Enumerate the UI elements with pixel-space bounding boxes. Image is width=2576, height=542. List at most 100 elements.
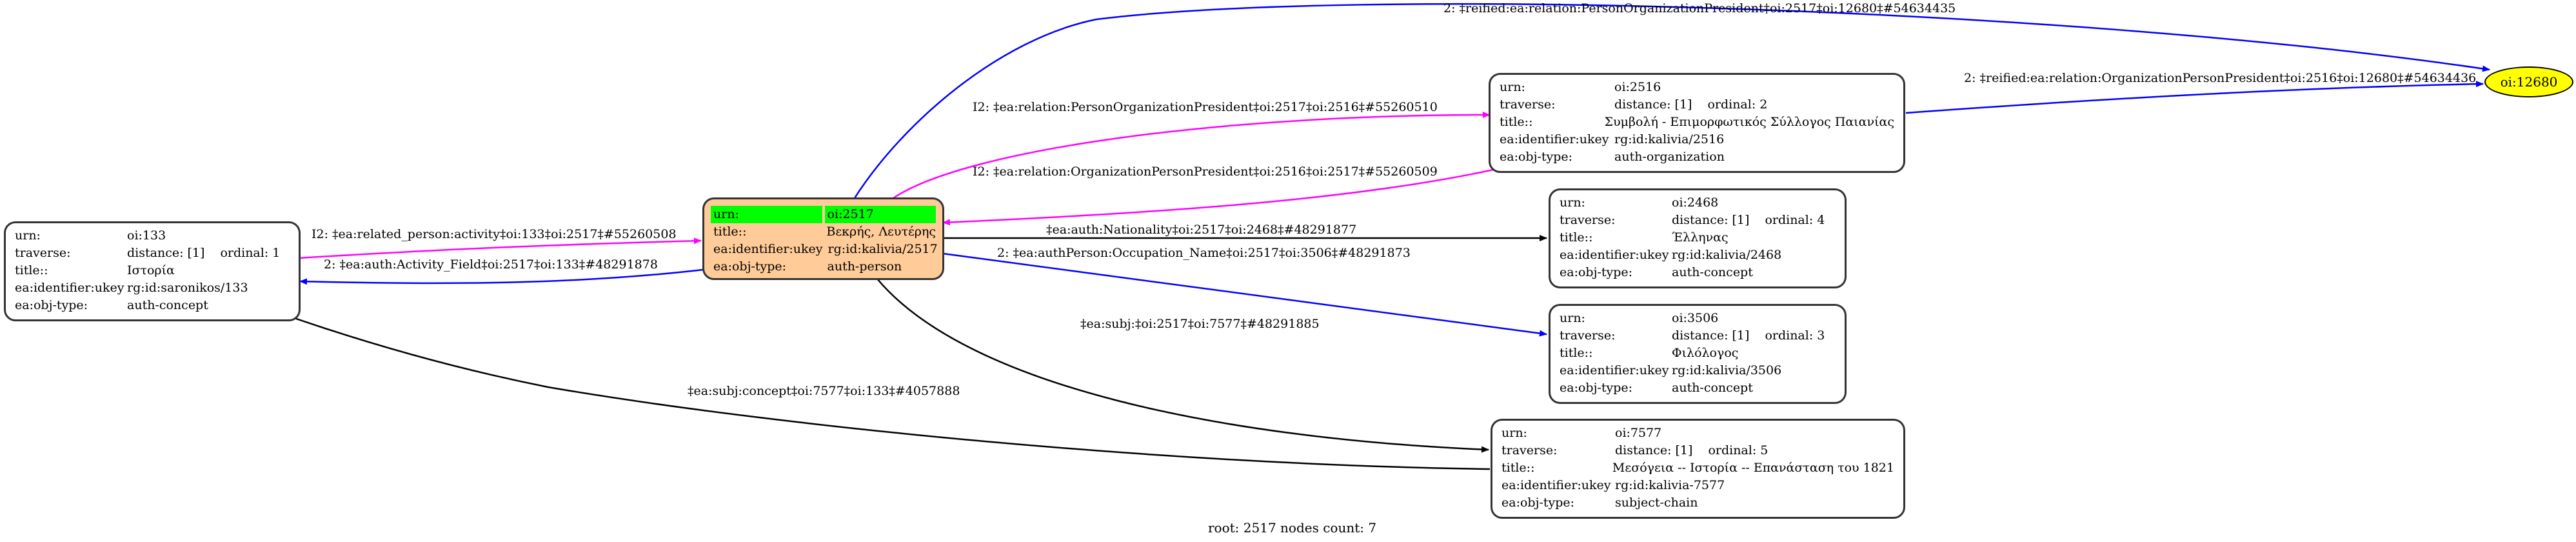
edge-e1 (853, 3, 2490, 199)
node-row-objtype: ea:obj-type: auth-concept (15, 297, 290, 314)
field-label: urn: (1560, 311, 1585, 325)
edge-e9 (877, 278, 1489, 453)
field-label: ea:identifier:ukey (1560, 363, 1669, 377)
distance-value: distance: [1] (1672, 328, 1750, 343)
urn-value: oi:7577 (1615, 426, 1662, 440)
edge-label-e3: I2: ‡ea:relation:PersonOrganizationPresi… (973, 100, 1438, 114)
field-label: urn: (1500, 80, 1525, 94)
field-label: ea:obj-type: (1500, 150, 1573, 164)
field-label: ea:obj-type: (1560, 381, 1633, 395)
field-label: traverse: (15, 246, 71, 260)
title-value: Βεκρής, Λευτέρης (826, 225, 936, 239)
node-oi-133[interactable]: urn:oi:133 traverse: distance: [1] ordinal… (4, 221, 301, 321)
field-label: traverse: (1560, 328, 1616, 343)
edge-label-e10: ‡ea:subj:concept‡oi:7577‡oi:133‡#4057888 (688, 384, 960, 398)
node-row-traverse: traverse:distance: [1]ordinal: 2 (1500, 96, 1894, 114)
field-label: title:: (1560, 230, 1593, 245)
edge-e6 (299, 268, 704, 285)
field-label: urn: (1501, 426, 1527, 440)
node-oi-2516[interactable]: urn: oi:2516 traverse:distance: [1]ordina… (1489, 73, 1905, 173)
edge-label-e6: 2: ‡ea:auth:Activity_Field‡oi:2517‡oi:13… (324, 257, 658, 272)
ukey-value: rg:id:kalivia/2516 (1614, 132, 1725, 146)
edge-e8 (942, 252, 1547, 337)
field-label: ea:identifier:ukey (1560, 248, 1669, 262)
ordinal-value: ordinal: 1 (220, 246, 281, 260)
ukey-value: rg:id:kalivia/3506 (1672, 363, 1782, 377)
urn-value: oi:2516 (1614, 80, 1661, 94)
node-row-traverse: traverse: distance: [1] ordinal: 5 (1501, 442, 1894, 459)
edge-e5 (298, 237, 702, 259)
edge-label-e9: ‡ea:subj:‡oi:2517‡oi:7577‡#48291885 (1080, 317, 1320, 331)
distance-value: distance: [1] (1615, 443, 1693, 457)
field-label: title:: (1560, 346, 1593, 360)
objtype-value: subject-chain (1615, 496, 1698, 510)
title-value: Ιστορία (127, 263, 175, 277)
graph-footer: root: 2517 nodes count: 7 (1208, 520, 1377, 536)
node-row-title: title::Έλληνας (1560, 229, 1836, 246)
node-oi-7577[interactable]: urn: oi:7577 traverse: distance: [1] ordina… (1491, 419, 1905, 519)
objtype-value: auth-concept (1672, 265, 1753, 279)
node-oi-2517-root[interactable]: urn:oi:2517 title::Βεκρής, Λευτέρης ea:i… (702, 197, 944, 280)
ellipse-label: oi:12680 (2500, 74, 2558, 90)
node-row-urn: urn:oi:2517 (711, 206, 936, 223)
node-oi-3506[interactable]: urn:oi:3506 traverse:distance: [1]ordina… (1549, 304, 1847, 404)
field-label: traverse: (1560, 213, 1616, 227)
field-label: ea:identifier:ukey (1500, 132, 1609, 146)
title-value: Συμβολή - Επιμορφωτικός Σύλλογος Παιανία… (1604, 115, 1894, 129)
node-row-ukey: ea:identifier:ukey rg:id:kalivia/2517 (711, 241, 938, 258)
edge-label-e8: 2: ‡ea:authPerson:Occupation_Name‡oi:251… (997, 246, 1411, 260)
field-label: traverse: (1500, 97, 1556, 112)
field-label: ea:obj-type: (15, 298, 88, 312)
node-row-objtype: ea:obj-type:auth-concept (1560, 379, 1836, 397)
field-label: urn: (711, 206, 822, 223)
field-label: ea:identifier:ukey (1501, 478, 1611, 492)
node-row-traverse: traverse:distance: [1]ordinal: 3 (1560, 327, 1836, 345)
field-label: urn: (15, 228, 41, 243)
field-label: ea:identifier:ukey (15, 281, 124, 295)
field-label: traverse: (1501, 443, 1558, 457)
field-label: ea:obj-type: (1501, 496, 1575, 510)
ukey-value: rg:id:saronikos/133 (127, 281, 248, 295)
ukey-value: rg:id:kalivia-7577 (1615, 478, 1725, 492)
node-row-urn: urn: oi:7577 (1501, 425, 1894, 442)
node-row-title: title::Ιστορία (15, 262, 290, 279)
edge-label-e1: 2: ‡reified:ea:relation:PersonOrganizati… (1443, 1, 1956, 15)
ukey-value: rg:id:kalivia/2517 (827, 242, 938, 256)
objtype-value: auth-organization (1614, 150, 1725, 164)
urn-value: oi:2468 (1672, 196, 1719, 210)
node-row-ukey: ea:identifier:ukey rg:id:kalivia/2516 (1500, 131, 1894, 148)
ukey-value: rg:id:kalivia/2468 (1672, 248, 1782, 262)
node-oi-12680[interactable]: oi:12680 (2484, 66, 2573, 97)
node-oi-2468[interactable]: urn:oi:2468 traverse:distance: [1]ordina… (1549, 188, 1847, 288)
field-label: ea:identifier:ukey (713, 242, 823, 256)
node-row-objtype: ea:obj-type: auth-organization (1500, 148, 1894, 166)
title-value: Μεσόγεια -- Ιστορία -- Επανάσταση του 18… (1612, 461, 1894, 475)
title-value: Έλληνας (1672, 230, 1729, 245)
ordinal-value: ordinal: 4 (1765, 213, 1825, 227)
node-row-objtype: ea:obj-type: subject-chain (1501, 494, 1894, 512)
edge-label-e4: I2: ‡ea:relation:OrganizationPersonPresi… (973, 165, 1438, 179)
title-value: Φιλόλογος (1672, 346, 1739, 360)
node-row-objtype: ea:obj-type:auth-concept (1560, 264, 1836, 281)
ordinal-value: ordinal: 5 (1708, 443, 1769, 457)
edge-label-e2: 2: ‡reified:ea:relation:OrganizationPers… (1964, 71, 2477, 85)
objtype-value: auth-concept (127, 298, 208, 312)
distance-value: distance: [1] (127, 246, 205, 260)
edge-e4 (942, 168, 1497, 226)
ordinal-value: ordinal: 2 (1707, 97, 1768, 112)
node-row-traverse: traverse: distance: [1] ordinal: 1 (15, 245, 290, 262)
node-row-urn: urn:oi:133 (15, 227, 290, 245)
distance-value: distance: [1] (1672, 213, 1750, 227)
node-row-title: title::Μεσόγεια -- Ιστορία -- Επανάσταση… (1501, 459, 1894, 477)
edge-e10 (273, 310, 1491, 470)
node-row-urn: urn:oi:3506 (1560, 310, 1836, 327)
node-row-traverse: traverse: distance: [1] ordinal: 4 (1560, 212, 1836, 229)
field-label: ea:obj-type: (713, 259, 787, 274)
node-row-title: title::Βεκρής, Λευτέρης (711, 223, 936, 241)
node-row-title: title::Φιλόλογος (1560, 345, 1836, 362)
node-row-title: title::Συμβολή - Επιμορφωτικός Σύλλογος … (1500, 114, 1894, 131)
